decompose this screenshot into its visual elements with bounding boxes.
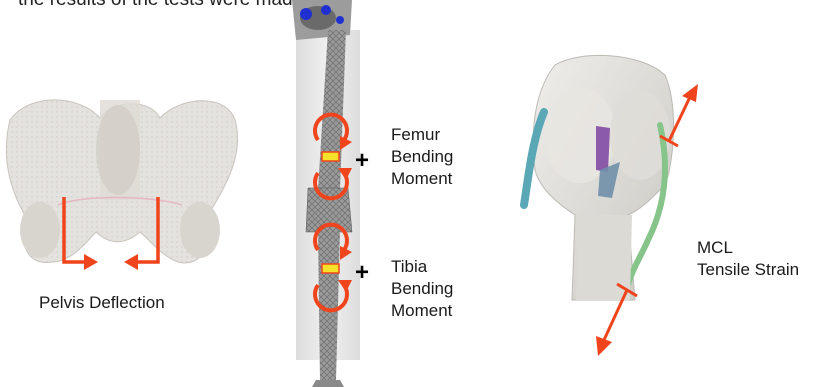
tibia-plus-sign: + bbox=[355, 261, 369, 285]
tibia-bending-moment-label: Tibia Bending Moment bbox=[391, 256, 453, 322]
mcl-tensile-strain-label: MCL Tensile Strain bbox=[697, 237, 799, 281]
mcl-label-line2: Tensile Strain bbox=[697, 259, 799, 281]
mcl-label-line1: MCL bbox=[697, 237, 799, 259]
tibia-label-line3: Moment bbox=[391, 300, 453, 322]
pelvis-illustration bbox=[6, 100, 237, 263]
tibia-label-line2: Bending bbox=[391, 278, 453, 300]
femur-plus-sign: + bbox=[355, 149, 369, 173]
femur-label-line3: Moment bbox=[391, 168, 453, 190]
pelvis-label-text: Pelvis Deflection bbox=[39, 292, 165, 314]
femur-sensor-band bbox=[322, 152, 339, 161]
leg-illustration bbox=[292, 0, 360, 387]
femur-bending-moment-label: Femur Bending Moment bbox=[391, 124, 453, 190]
knee-illustration bbox=[524, 55, 674, 300]
tibia-label-line1: Tibia bbox=[391, 256, 453, 278]
femur-label-line1: Femur bbox=[391, 124, 453, 146]
femur-label-line2: Bending bbox=[391, 146, 453, 168]
pelvis-deflection-label: Pelvis Deflection bbox=[39, 292, 165, 314]
tibia-sensor-band bbox=[322, 264, 339, 273]
